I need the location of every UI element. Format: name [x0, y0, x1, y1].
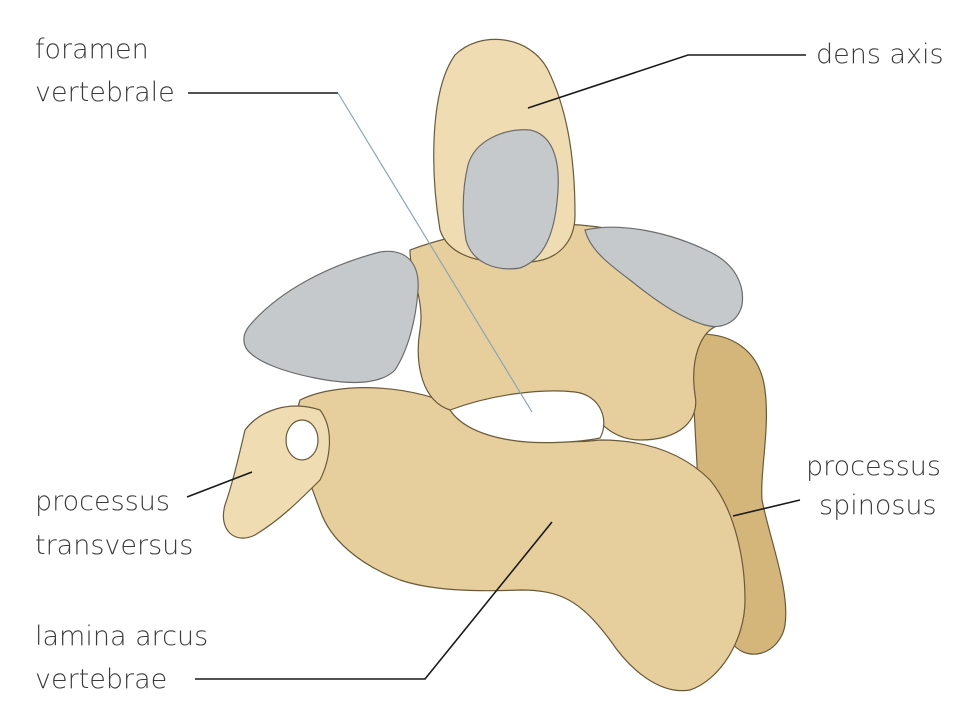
label-dens-axis-line1: dens axis — [816, 39, 944, 70]
label-foramen-vertebrale-line2: vertebrale — [35, 77, 175, 108]
label-lamina-arcus-vertebrae-line2: vertebrae — [35, 664, 167, 695]
left-superior-facet — [244, 251, 418, 382]
label-processus-spinosus-line1: processus — [806, 451, 941, 482]
label-foramen-vertebrale: foramen vertebrale — [35, 34, 175, 108]
label-processus-spinosus-line2: spinosus — [819, 490, 937, 521]
label-processus-spinosus: processus spinosus — [806, 451, 950, 521]
leader-dens-axis — [528, 55, 806, 108]
label-processus-transversus: processus transversus — [35, 486, 193, 561]
label-lamina-arcus-vertebrae: lamina arcus vertebrae — [35, 621, 217, 695]
vertebra-illustration — [223, 39, 785, 690]
foramen-transversarium — [286, 420, 318, 460]
label-processus-transversus-line1: processus — [35, 486, 170, 517]
label-foramen-vertebrale-line1: foramen — [35, 34, 149, 65]
label-processus-transversus-line2: transversus — [35, 530, 193, 561]
label-lamina-arcus-vertebrae-line1: lamina arcus — [35, 621, 208, 652]
label-dens-axis: dens axis — [816, 39, 944, 70]
dens-articular-facet — [463, 130, 558, 269]
